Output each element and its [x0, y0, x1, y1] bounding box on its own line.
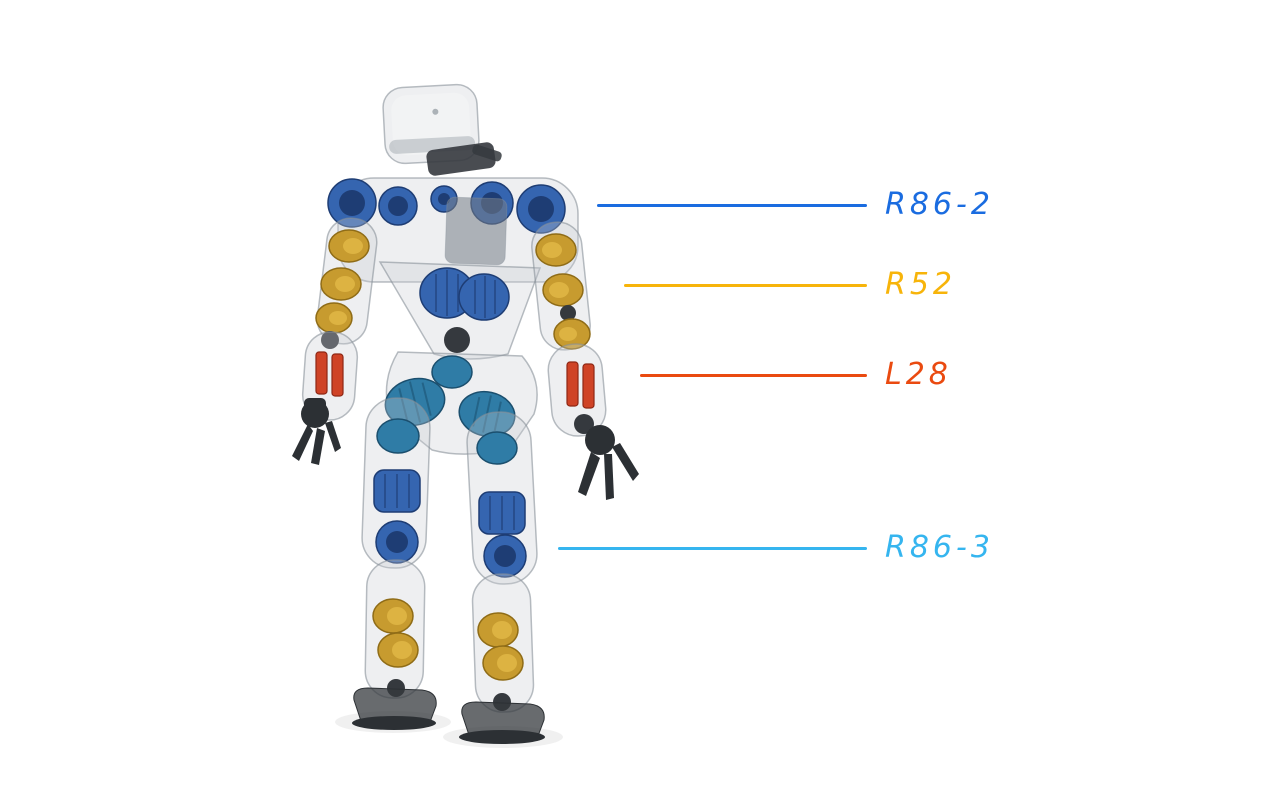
left-shin-actuators [372, 598, 419, 668]
robot-head [382, 83, 480, 165]
callout-line-l28 [640, 373, 867, 377]
left-hand-gripper [292, 398, 341, 465]
callout-r86-3: R86-3 [558, 529, 994, 567]
callout-label-r86-2: R86-2 [885, 187, 994, 222]
callout-r52: R52 [624, 266, 956, 304]
head-handle [472, 144, 502, 162]
callout-r86-2: R86-2 [597, 186, 994, 224]
right-forearm-actuator [566, 361, 595, 409]
callout-l28: L28 [640, 356, 952, 394]
callout-label-r86-3: R86-3 [885, 530, 994, 565]
robot-left-leg [352, 397, 437, 730]
left-thigh-actuator [373, 469, 421, 513]
waist-joint [444, 327, 470, 353]
right-shin-actuators [477, 612, 524, 681]
right-thigh-actuator [478, 491, 526, 535]
left-forearm-actuator [315, 351, 344, 397]
robot-torso [327, 177, 579, 360]
callout-label-l28: L28 [885, 357, 952, 392]
robot-left-arm [292, 217, 378, 465]
right-hand-gripper [578, 425, 639, 500]
chest-panel [444, 196, 508, 266]
robot-right-arm [531, 221, 639, 500]
callout-label-r52: R52 [885, 267, 957, 302]
callout-line-r86-2 [597, 203, 867, 207]
right-arm-gold-actuators [535, 233, 591, 350]
torso-actuator [419, 267, 510, 321]
callout-line-r86-3 [558, 546, 867, 550]
left-arm-gold-actuators [315, 229, 370, 334]
robot-right-leg [459, 411, 545, 744]
callout-line-r52 [624, 283, 867, 287]
